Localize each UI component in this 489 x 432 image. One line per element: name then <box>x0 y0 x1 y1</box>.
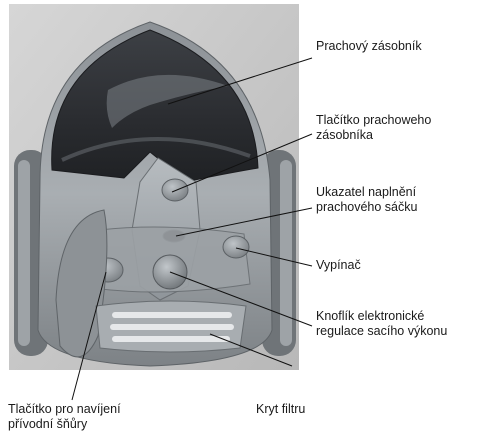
label-dust-container-button-line-2: zásobníka <box>316 128 431 143</box>
label-dust-container-button-line-1: Tlačítko prachoweho <box>316 113 431 128</box>
filter-cover <box>96 301 246 352</box>
label-bag-fill-indicator: Ukazatel naplnění prachového sáčku <box>316 185 417 215</box>
label-dust-container-line-1: Prachový zásobník <box>316 39 422 54</box>
power-switch[interactable] <box>223 236 249 258</box>
label-power-switch-line-1: Vypínač <box>316 258 361 273</box>
label-dust-container: Prachový zásobník <box>316 39 422 54</box>
label-filter-cover: Kryt filtru <box>256 402 305 417</box>
label-dust-container-button: Tlačítko prachoweho zásobníka <box>316 113 431 143</box>
label-suction-power-knob-line-2: regulace sacího výkonu <box>316 324 447 339</box>
label-cord-rewind-button: Tlačítko pro navíjení přívodní šňůry <box>8 402 121 432</box>
label-bag-fill-indicator-line-1: Ukazatel naplnění <box>316 185 417 200</box>
label-cord-rewind-button-line-1: Tlačítko pro navíjení <box>8 402 121 417</box>
label-suction-power-knob-line-1: Knoflík elektronické <box>316 309 447 324</box>
label-cord-rewind-button-line-2: přívodní šňůry <box>8 417 121 432</box>
label-bag-fill-indicator-line-2: prachového sáčku <box>316 200 417 215</box>
label-power-switch: Vypínač <box>316 258 361 273</box>
label-filter-cover-line-1: Kryt filtru <box>256 402 305 417</box>
dust-container-button[interactable] <box>162 179 188 201</box>
label-suction-power-knob: Knoflík elektronické regulace sacího výk… <box>316 309 447 339</box>
